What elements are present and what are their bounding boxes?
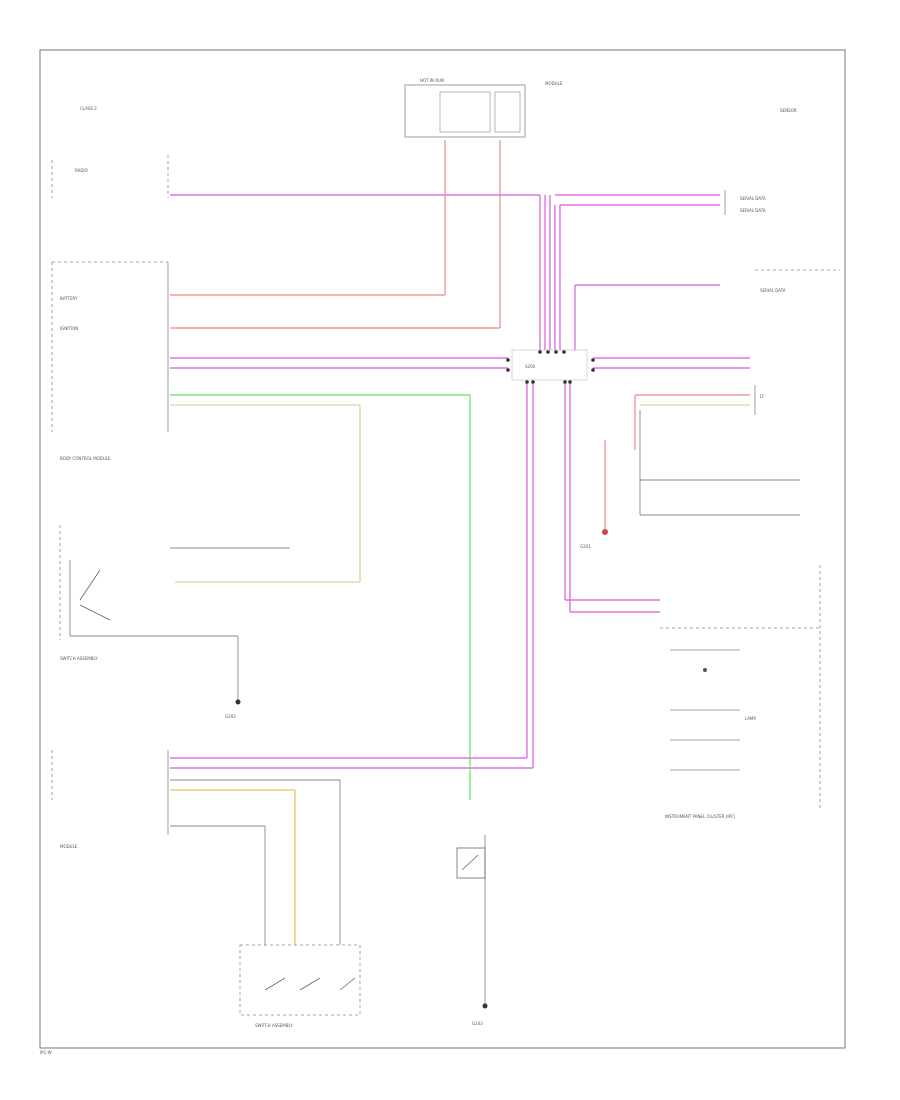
right-lt-label: LT (760, 394, 765, 399)
right-lt-module: LT (754, 385, 765, 415)
lt-green-wire (170, 394, 471, 800)
right-mid-label: SERIAL DATA (760, 288, 786, 293)
bottom-switch-assembly: SWITCH ASSEMBLY (239, 944, 361, 1028)
radio-module-label: RADIO (75, 168, 88, 173)
fuse-block-title: HOT IN RUN (420, 78, 444, 83)
lower-left-module-label: MODULE (60, 844, 78, 849)
ipc-lamp-label: LAMP (745, 716, 757, 721)
yellow-wire (170, 789, 296, 945)
bcm-label: BODY CONTROL MODULE (60, 456, 111, 461)
ipc-module: INSTRUMENT PANEL CLUSTER (IPC) LAMP (660, 565, 821, 819)
bcm-ignition-label: IGNITION (60, 326, 78, 331)
right-serial-label-1: SERIAL DATA (740, 196, 766, 201)
lower-left-module: MODULE (51, 750, 169, 849)
fuse-block: HOT IN RUN MODULE (404, 78, 563, 138)
right-serial-label-2: SERIAL DATA (740, 208, 766, 213)
ground-wires (69, 410, 800, 1005)
bottom-switch-label: SWITCH ASSEMBLY (255, 1023, 293, 1028)
radio-module: RADIO (51, 155, 169, 198)
turn-signal-switch: SWITCH ASSEMBLY (59, 525, 111, 661)
splice-label: S200 (525, 364, 536, 369)
turn-signal-switch-label: SWITCH ASSEMBLY (60, 656, 98, 661)
bcm-battery-label: BATTERY (60, 296, 78, 301)
right-module-top: SERIAL DATA SERIAL DATA (724, 190, 766, 215)
ground-right-label: G201 (580, 544, 591, 549)
right-module-mid: SERIAL DATA (755, 269, 840, 293)
body-control-module: BODY CONTROL MODULE BATTERY IGNITION (51, 261, 169, 461)
diagram-border (39, 49, 846, 1049)
splice-block: S200 (506, 349, 595, 384)
fuse-block-side-label: MODULE (545, 81, 563, 86)
tan-wire (170, 404, 750, 583)
top-right-label: SENSOR (780, 108, 797, 113)
ipc-label: INSTRUMENT PANEL CLUSTER (IPC) (665, 814, 736, 819)
ground-bottom-label: G203 (472, 1021, 483, 1026)
top-left-label: CLASS 2 (80, 106, 97, 111)
ground-left-label: G202 (225, 714, 236, 719)
footer-code: IPC-W (40, 1050, 52, 1055)
bottom-center-component: G203 (456, 847, 488, 1026)
ground-symbol-left: G202 (225, 699, 241, 719)
serial-data-wires (170, 194, 750, 769)
ground-symbol-right: G201 (580, 529, 608, 549)
battery-wires (170, 140, 750, 530)
